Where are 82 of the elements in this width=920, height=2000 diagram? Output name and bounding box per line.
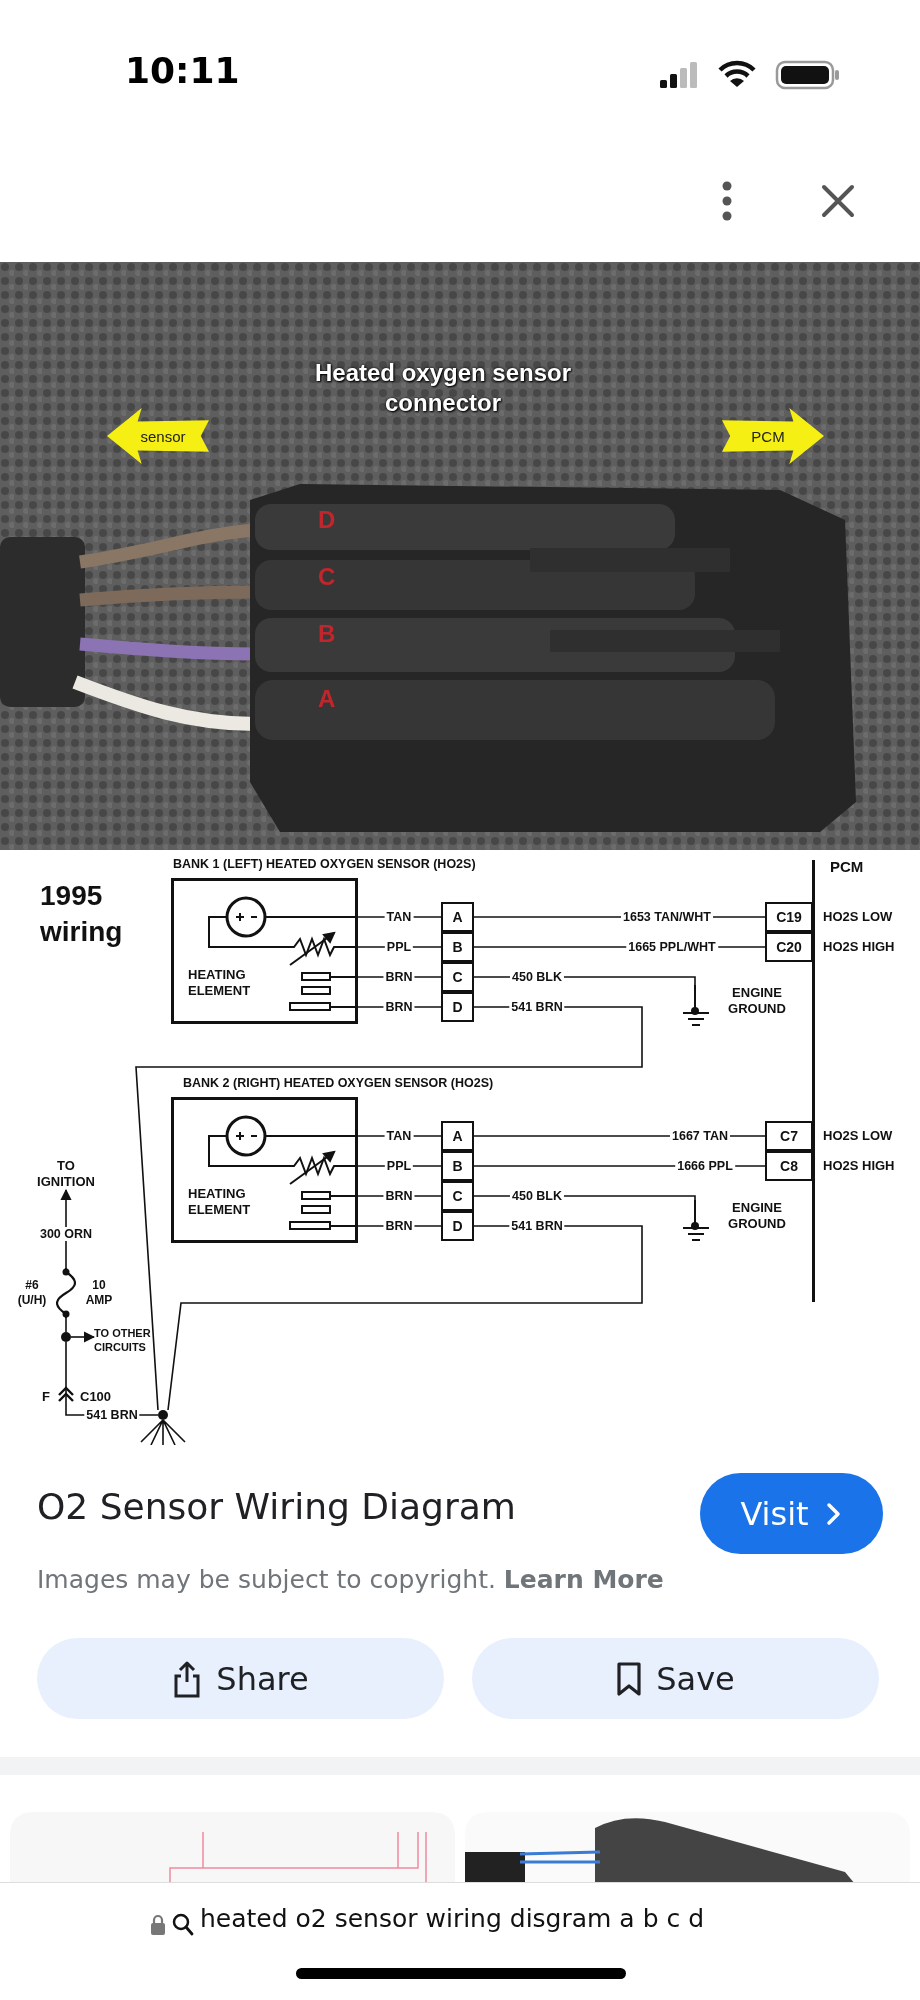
wire-label: 1667 TAN <box>670 1129 730 1143</box>
wire <box>135 1006 643 1411</box>
pin-letter: A <box>318 685 336 713</box>
sensor-heading: BANK 1 (LEFT) HEATED OXYGEN SENSOR (HO2S) <box>173 857 476 871</box>
wire <box>473 916 766 918</box>
wire <box>357 1195 442 1197</box>
wire <box>357 1006 442 1008</box>
pin-letter: B <box>318 620 336 648</box>
wire-label: 1653 TAN/WHT <box>621 910 713 924</box>
wire <box>357 1225 442 1227</box>
connector-pin: C7 <box>765 1121 813 1151</box>
splice-dot <box>61 1332 71 1342</box>
connector-pin: C <box>441 962 474 992</box>
connector-pin: C19 <box>765 902 813 932</box>
wire-label: BRN <box>383 1000 415 1014</box>
wire-label: PPL <box>384 940 414 954</box>
signal-name: HO2S HIGH <box>823 939 895 954</box>
wire-label: BRN <box>383 1219 415 1233</box>
wire-label: BRN <box>383 970 415 984</box>
wire-label: 450 BLK <box>510 1189 564 1203</box>
wire <box>473 1195 696 1201</box>
wire <box>473 946 766 948</box>
photo-caption: Heated oxygen sensor connector <box>313 358 573 418</box>
arrow <box>70 1331 96 1343</box>
wire <box>357 1165 442 1167</box>
connector-pin: C <box>441 1181 474 1211</box>
pin-letter: D <box>318 506 336 534</box>
pin-letter: C <box>318 563 336 591</box>
connector-pin: A <box>441 1121 474 1151</box>
fuse-rating: 10 AMP <box>84 1278 114 1308</box>
status-time: 10:11 <box>125 50 240 91</box>
connector-side: F <box>42 1389 50 1404</box>
splice-dot <box>158 1410 168 1420</box>
wire <box>357 976 442 978</box>
wire-label: 450 BLK <box>510 970 564 984</box>
wire-label: 541 BRN <box>509 1000 565 1014</box>
copyright-notice: Images may be subject to copyright. Learn More <box>37 1565 664 1594</box>
wire <box>357 1135 442 1137</box>
connector-pin: D <box>441 992 474 1022</box>
connector-pin: C20 <box>765 932 813 962</box>
connector-pin: D <box>441 1211 474 1241</box>
destination-text: TO OTHER CIRCUITS <box>94 1326 152 1374</box>
destination-text: TO IGNITION <box>31 1158 101 1190</box>
sensor-heading: BANK 2 (RIGHT) HEATED OXYGEN SENSOR (HO2S) <box>183 1076 494 1090</box>
connector-pin: C8 <box>765 1151 813 1181</box>
fuse-symbol <box>56 1268 76 1318</box>
connector-name: C100 <box>80 1389 112 1404</box>
share-button: Share <box>37 1638 444 1719</box>
diagram-heading: 1995 wiring <box>40 879 124 949</box>
element-label: HEATING ELEMENT <box>188 1186 252 1218</box>
ground-label: ENGINE GROUND <box>727 1200 787 1232</box>
wire <box>357 916 442 918</box>
wire-label: 541 BRN <box>84 1408 140 1422</box>
wire <box>473 976 696 986</box>
signal-name: HO2S LOW <box>823 909 893 924</box>
wire-label: TAN <box>384 910 414 924</box>
signal-name: HO2S HIGH <box>823 1158 895 1173</box>
ground-label: ENGINE GROUND <box>727 985 787 1017</box>
wire-label: PPL <box>384 1159 414 1173</box>
visit-button: Visit <box>700 1473 883 1554</box>
signal-name: HO2S LOW <box>823 1128 893 1143</box>
element-label: HEATING ELEMENT <box>188 967 252 999</box>
wire <box>357 946 442 948</box>
connector-pin: A <box>441 902 474 932</box>
connector-pin: B <box>441 1151 474 1181</box>
wire-label: 300 ORN <box>37 1227 95 1241</box>
connector-pin: B <box>441 932 474 962</box>
fuse-number: #6 (U/H) <box>16 1278 48 1308</box>
wire-label: BRN <box>383 1189 415 1203</box>
wire-label: 1666 PPL <box>675 1159 735 1173</box>
search-query: heated o2 sensor wiring disgram a b c d <box>200 1904 705 1933</box>
pin-title: O2 Sensor Wiring Diagram <box>37 1486 516 1527</box>
wire <box>473 1165 766 1167</box>
wire <box>65 1317 67 1333</box>
save-button: Save <box>472 1638 879 1719</box>
arrow <box>60 1188 72 1269</box>
wire <box>167 1225 643 1411</box>
wire-label: 541 BRN <box>509 1219 565 1233</box>
wire <box>473 1135 766 1137</box>
wire-label: TAN <box>384 1129 414 1143</box>
wire-label: 1665 PPL/WHT <box>626 940 718 954</box>
module-label: PCM <box>830 858 864 875</box>
